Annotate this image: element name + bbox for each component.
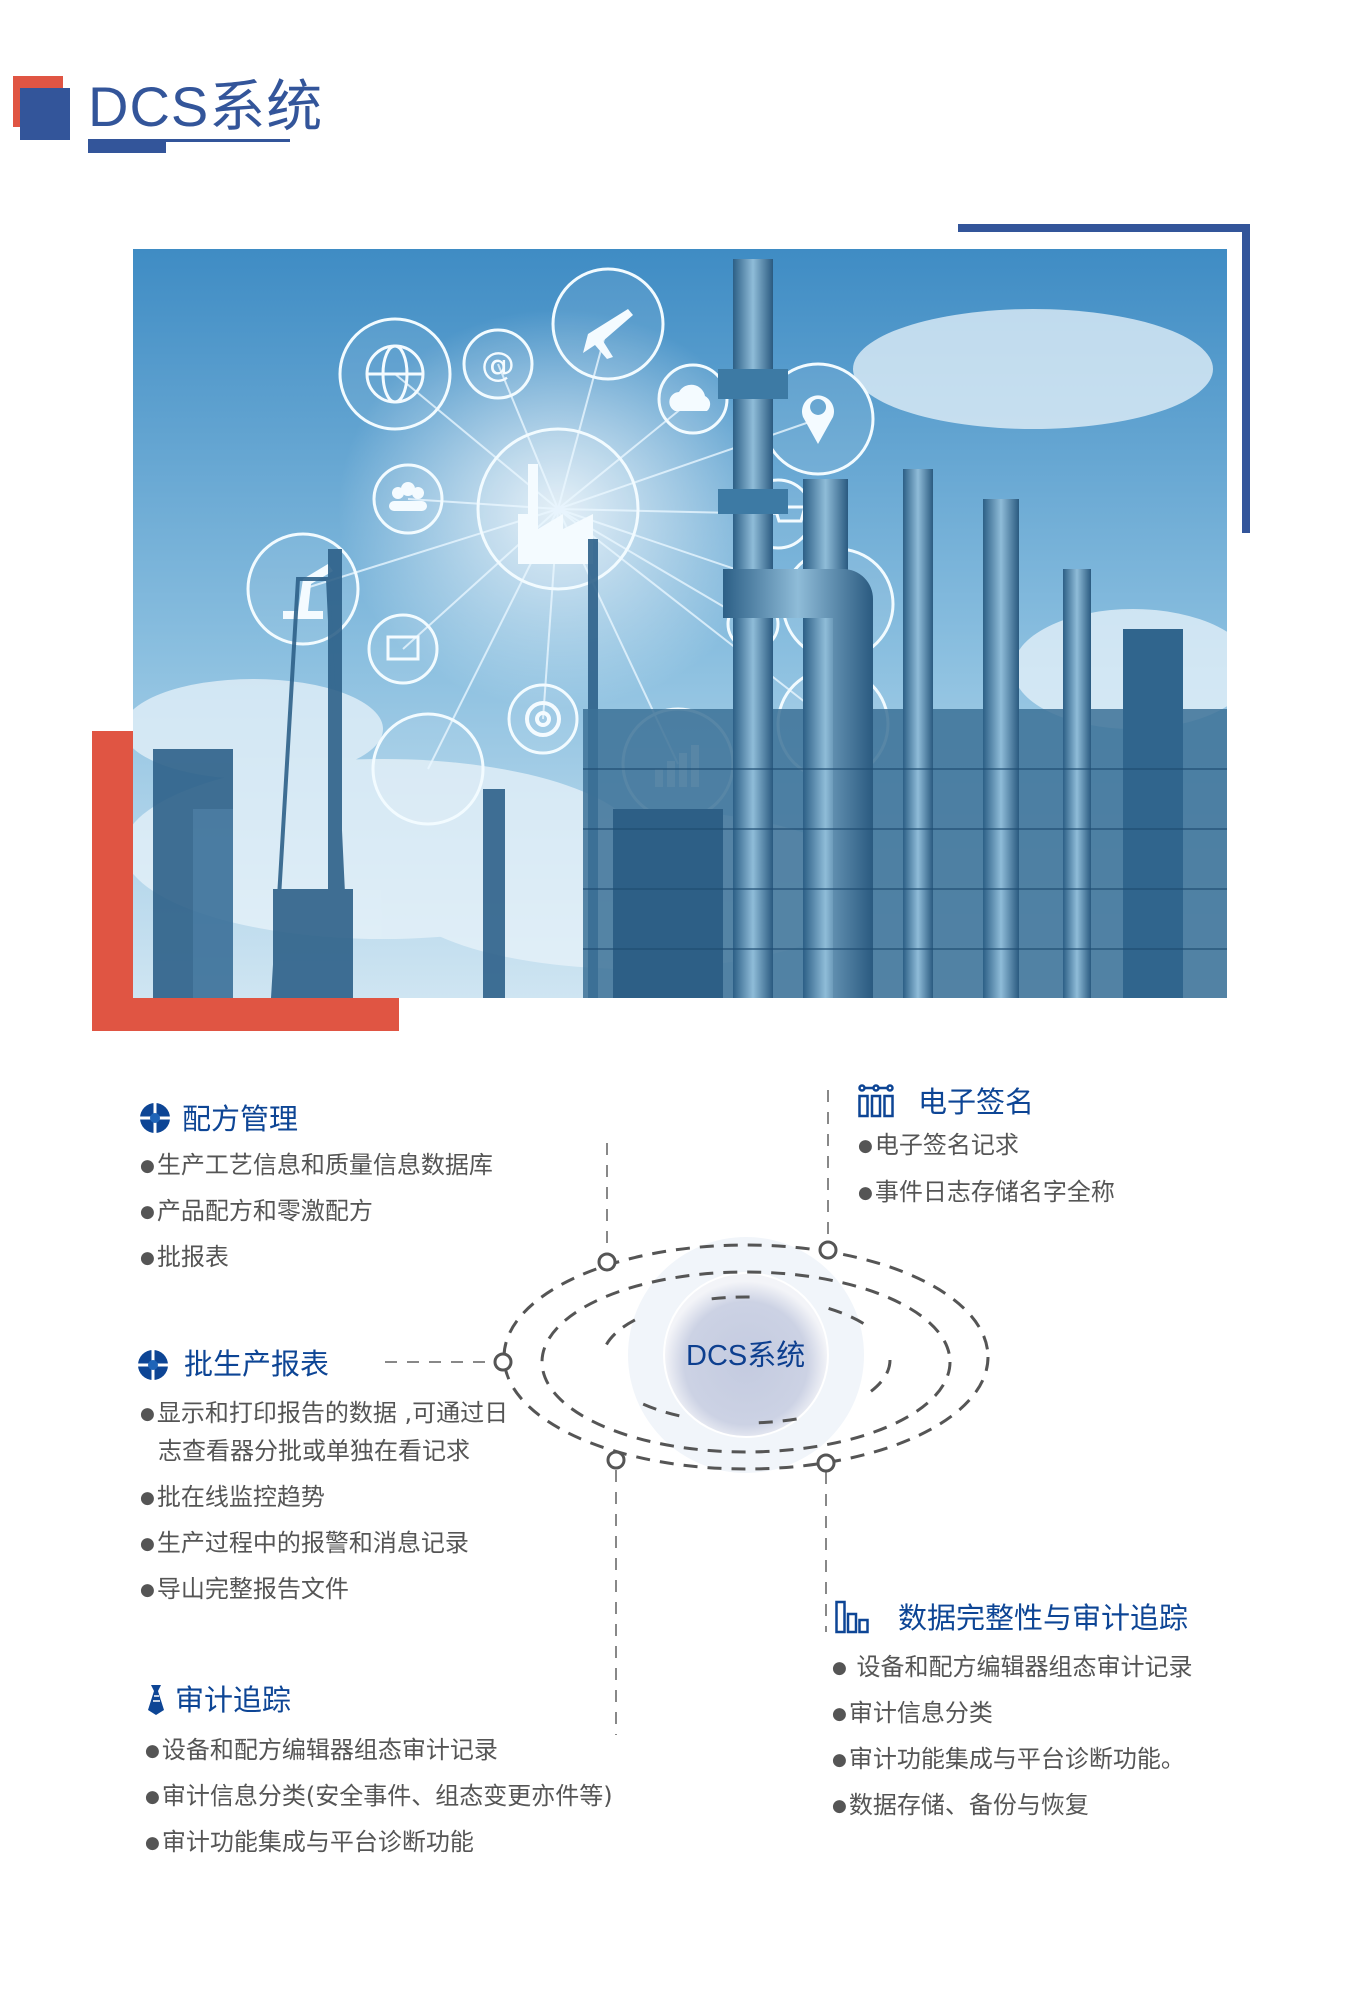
bullet-item: 生产工艺信息和质量信息数据库 (140, 1150, 493, 1181)
bullet-item: 审计信息分类 (832, 1698, 993, 1729)
center-label: DCS系统 (686, 1340, 806, 1372)
bullet-item: 显示和打印报告的数据 ,可通过日 (140, 1398, 508, 1429)
bullet-item: 设备和配方编辑器组态审计记录 (832, 1652, 1192, 1683)
bullet-item: 设备和配方编辑器组态审计记录 (145, 1735, 498, 1766)
section-heading-audit: 审计追踪 (175, 1683, 292, 1717)
node-audit (606, 1450, 626, 1470)
bullet-item: 导山完整报告文件 (140, 1574, 349, 1605)
section-heading-integrity: 数据完整性与审计追踪 (898, 1601, 1189, 1635)
bullet-item: 审计信息分类(安全事件、组态变更亦件等) (145, 1781, 613, 1812)
factory-icon (518, 464, 593, 564)
cloud-icon (669, 384, 711, 411)
node-recipe (597, 1252, 617, 1272)
bullet-item: 审计功能集成与平台诊断功能 (145, 1827, 474, 1858)
bullet-item: 审计功能集成与平台诊断功能。 (832, 1744, 1185, 1775)
title-underline-thick (88, 139, 166, 153)
airplane-icon (583, 309, 633, 359)
bullet-item: 批报表 (140, 1242, 229, 1273)
page-title: DCS系统 (88, 75, 324, 138)
globe-icon (365, 344, 425, 404)
bar-chart-icon (835, 1600, 869, 1634)
node-batch (493, 1352, 513, 1372)
crosshair-circle-icon (138, 1350, 168, 1380)
hero-industrial-iot-image: @ (133, 249, 1227, 998)
location-pin-icon (802, 395, 834, 444)
monitor-icon (386, 635, 420, 661)
node-esign (818, 1240, 838, 1260)
tie-icon (148, 1685, 164, 1715)
at-icon: @ (481, 345, 515, 385)
bullet-item: 电子签名记求 (858, 1130, 1019, 1161)
section-heading-batch: 批生产报表 (184, 1347, 330, 1381)
gear-icon (525, 701, 561, 737)
title-underline-thin (166, 139, 290, 142)
bullet-continuation: 志查看器分批或单独在看记求 (158, 1437, 470, 1465)
node-integrity (816, 1453, 836, 1473)
robot-arm-icon (283, 564, 333, 619)
frame-blue-top (958, 224, 1250, 232)
people-icon (389, 482, 427, 511)
bullet-item: 事件日志存储名字全称 (858, 1177, 1115, 1208)
header-blue-square (20, 88, 70, 140)
section-heading-recipe: 配方管理 (182, 1102, 299, 1136)
bullet-item: 产品配方和零激配方 (140, 1196, 373, 1227)
frame-blue-right (1242, 224, 1250, 533)
bullet-item: 生产过程中的报警和消息记录 (140, 1528, 469, 1559)
nodes-columns-icon (858, 1084, 894, 1118)
crosshair-circle-icon (140, 1103, 170, 1133)
bullet-item: 批在线监控趋势 (140, 1482, 325, 1513)
bullet-item: 数据存储、备份与恢复 (832, 1790, 1089, 1821)
section-heading-esign: 电子签名 (918, 1085, 1035, 1119)
